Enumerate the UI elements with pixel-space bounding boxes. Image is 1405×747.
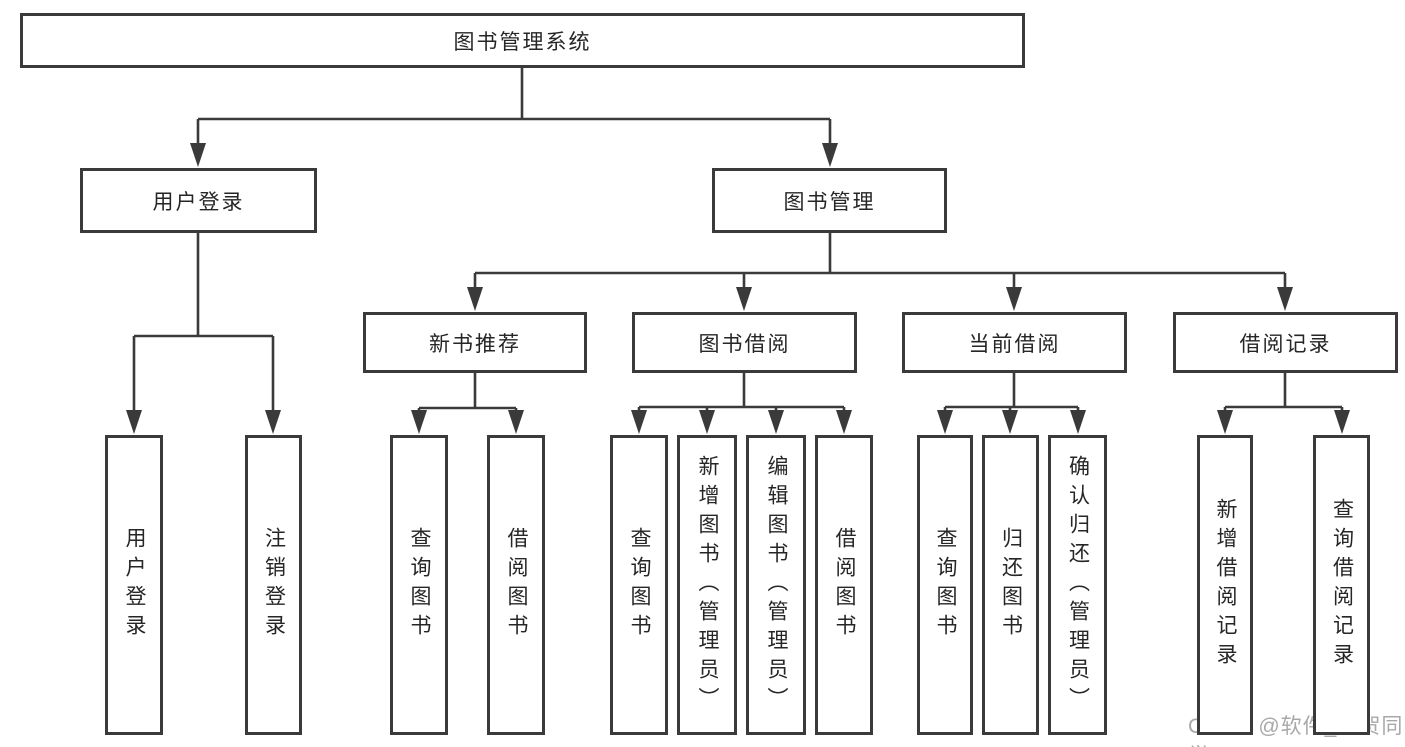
arrowhead-down-icon: [1002, 410, 1018, 434]
node-borrowing-records: 借阅记录: [1173, 312, 1398, 373]
arrowhead-down-icon: [768, 410, 784, 434]
arrowhead-down-icon: [822, 143, 838, 167]
node-label: 查询图书: [934, 527, 957, 643]
node-user-login: 用户登录: [80, 168, 317, 233]
node-query-borrow-record: 查询借阅记录: [1313, 435, 1370, 735]
node-label: 图书管理: [783, 190, 876, 214]
node-user-login-leaf: 用户登录: [105, 435, 163, 735]
node-label: 借阅图书: [505, 527, 528, 643]
node-label: 新增图书（管理员）: [696, 454, 719, 716]
node-label: 确认归还（管理员）: [1066, 454, 1090, 716]
node-label: 用户登录: [123, 527, 146, 643]
node-label: 编辑图书（管理员）: [765, 454, 788, 716]
node-query-books-3: 查询图书: [917, 435, 973, 735]
node-query-books-1: 查询图书: [390, 435, 448, 735]
node-query-books-2: 查询图书: [610, 435, 668, 735]
node-label: 图书借阅: [698, 332, 791, 356]
node-label: 归还图书: [999, 527, 1023, 643]
node-book-management: 图书管理: [712, 168, 947, 233]
node-label: 新增借阅记录: [1214, 498, 1237, 672]
node-return-books: 归还图书: [982, 435, 1039, 735]
node-confirm-return-admin: 确认归还（管理员）: [1048, 435, 1107, 735]
arrowhead-down-icon: [1217, 410, 1233, 434]
node-label: 新书推荐: [429, 332, 521, 356]
arrowhead-down-icon: [736, 287, 752, 311]
node-edit-book-admin: 编辑图书（管理员）: [746, 435, 806, 735]
node-current-borrowing: 当前借阅: [902, 312, 1127, 373]
arrowhead-down-icon: [1070, 410, 1086, 434]
arrowhead-down-icon: [467, 287, 483, 311]
arrowhead-down-icon: [937, 410, 953, 434]
node-label: 查询图书: [408, 527, 431, 643]
arrowhead-down-icon: [631, 410, 647, 434]
node-borrow-books-1: 借阅图书: [487, 435, 545, 735]
node-add-book-admin: 新增图书（管理员）: [677, 435, 737, 735]
node-label: 注销登录: [262, 527, 286, 643]
node-logout: 注销登录: [245, 435, 302, 735]
arrowhead-down-icon: [126, 410, 142, 434]
arrowhead-down-icon: [699, 410, 715, 434]
arrowhead-down-icon: [1334, 410, 1350, 434]
node-label: 当前借阅: [968, 332, 1061, 356]
node-label: 借阅图书: [833, 527, 856, 643]
node-label: 查询借阅记录: [1330, 498, 1354, 672]
arrowhead-down-icon: [1006, 287, 1022, 311]
node-add-borrow-record: 新增借阅记录: [1197, 435, 1253, 735]
arrowhead-down-icon: [1277, 287, 1293, 311]
arrowhead-down-icon: [508, 410, 524, 434]
node-label: 查询图书: [628, 527, 651, 643]
node-library-system: 图书管理系统: [20, 13, 1025, 68]
node-new-book-recommend: 新书推荐: [363, 312, 587, 373]
arrowhead-down-icon: [411, 410, 427, 434]
node-label: 借阅记录: [1239, 332, 1332, 356]
node-label: 图书管理系统: [453, 30, 592, 54]
node-label: 用户登录: [152, 190, 245, 214]
node-book-borrowing: 图书借阅: [632, 312, 857, 373]
arrowhead-down-icon: [836, 410, 852, 434]
arrowhead-down-icon: [265, 410, 281, 434]
arrowhead-down-icon: [190, 143, 206, 167]
node-borrow-books-2: 借阅图书: [815, 435, 873, 735]
